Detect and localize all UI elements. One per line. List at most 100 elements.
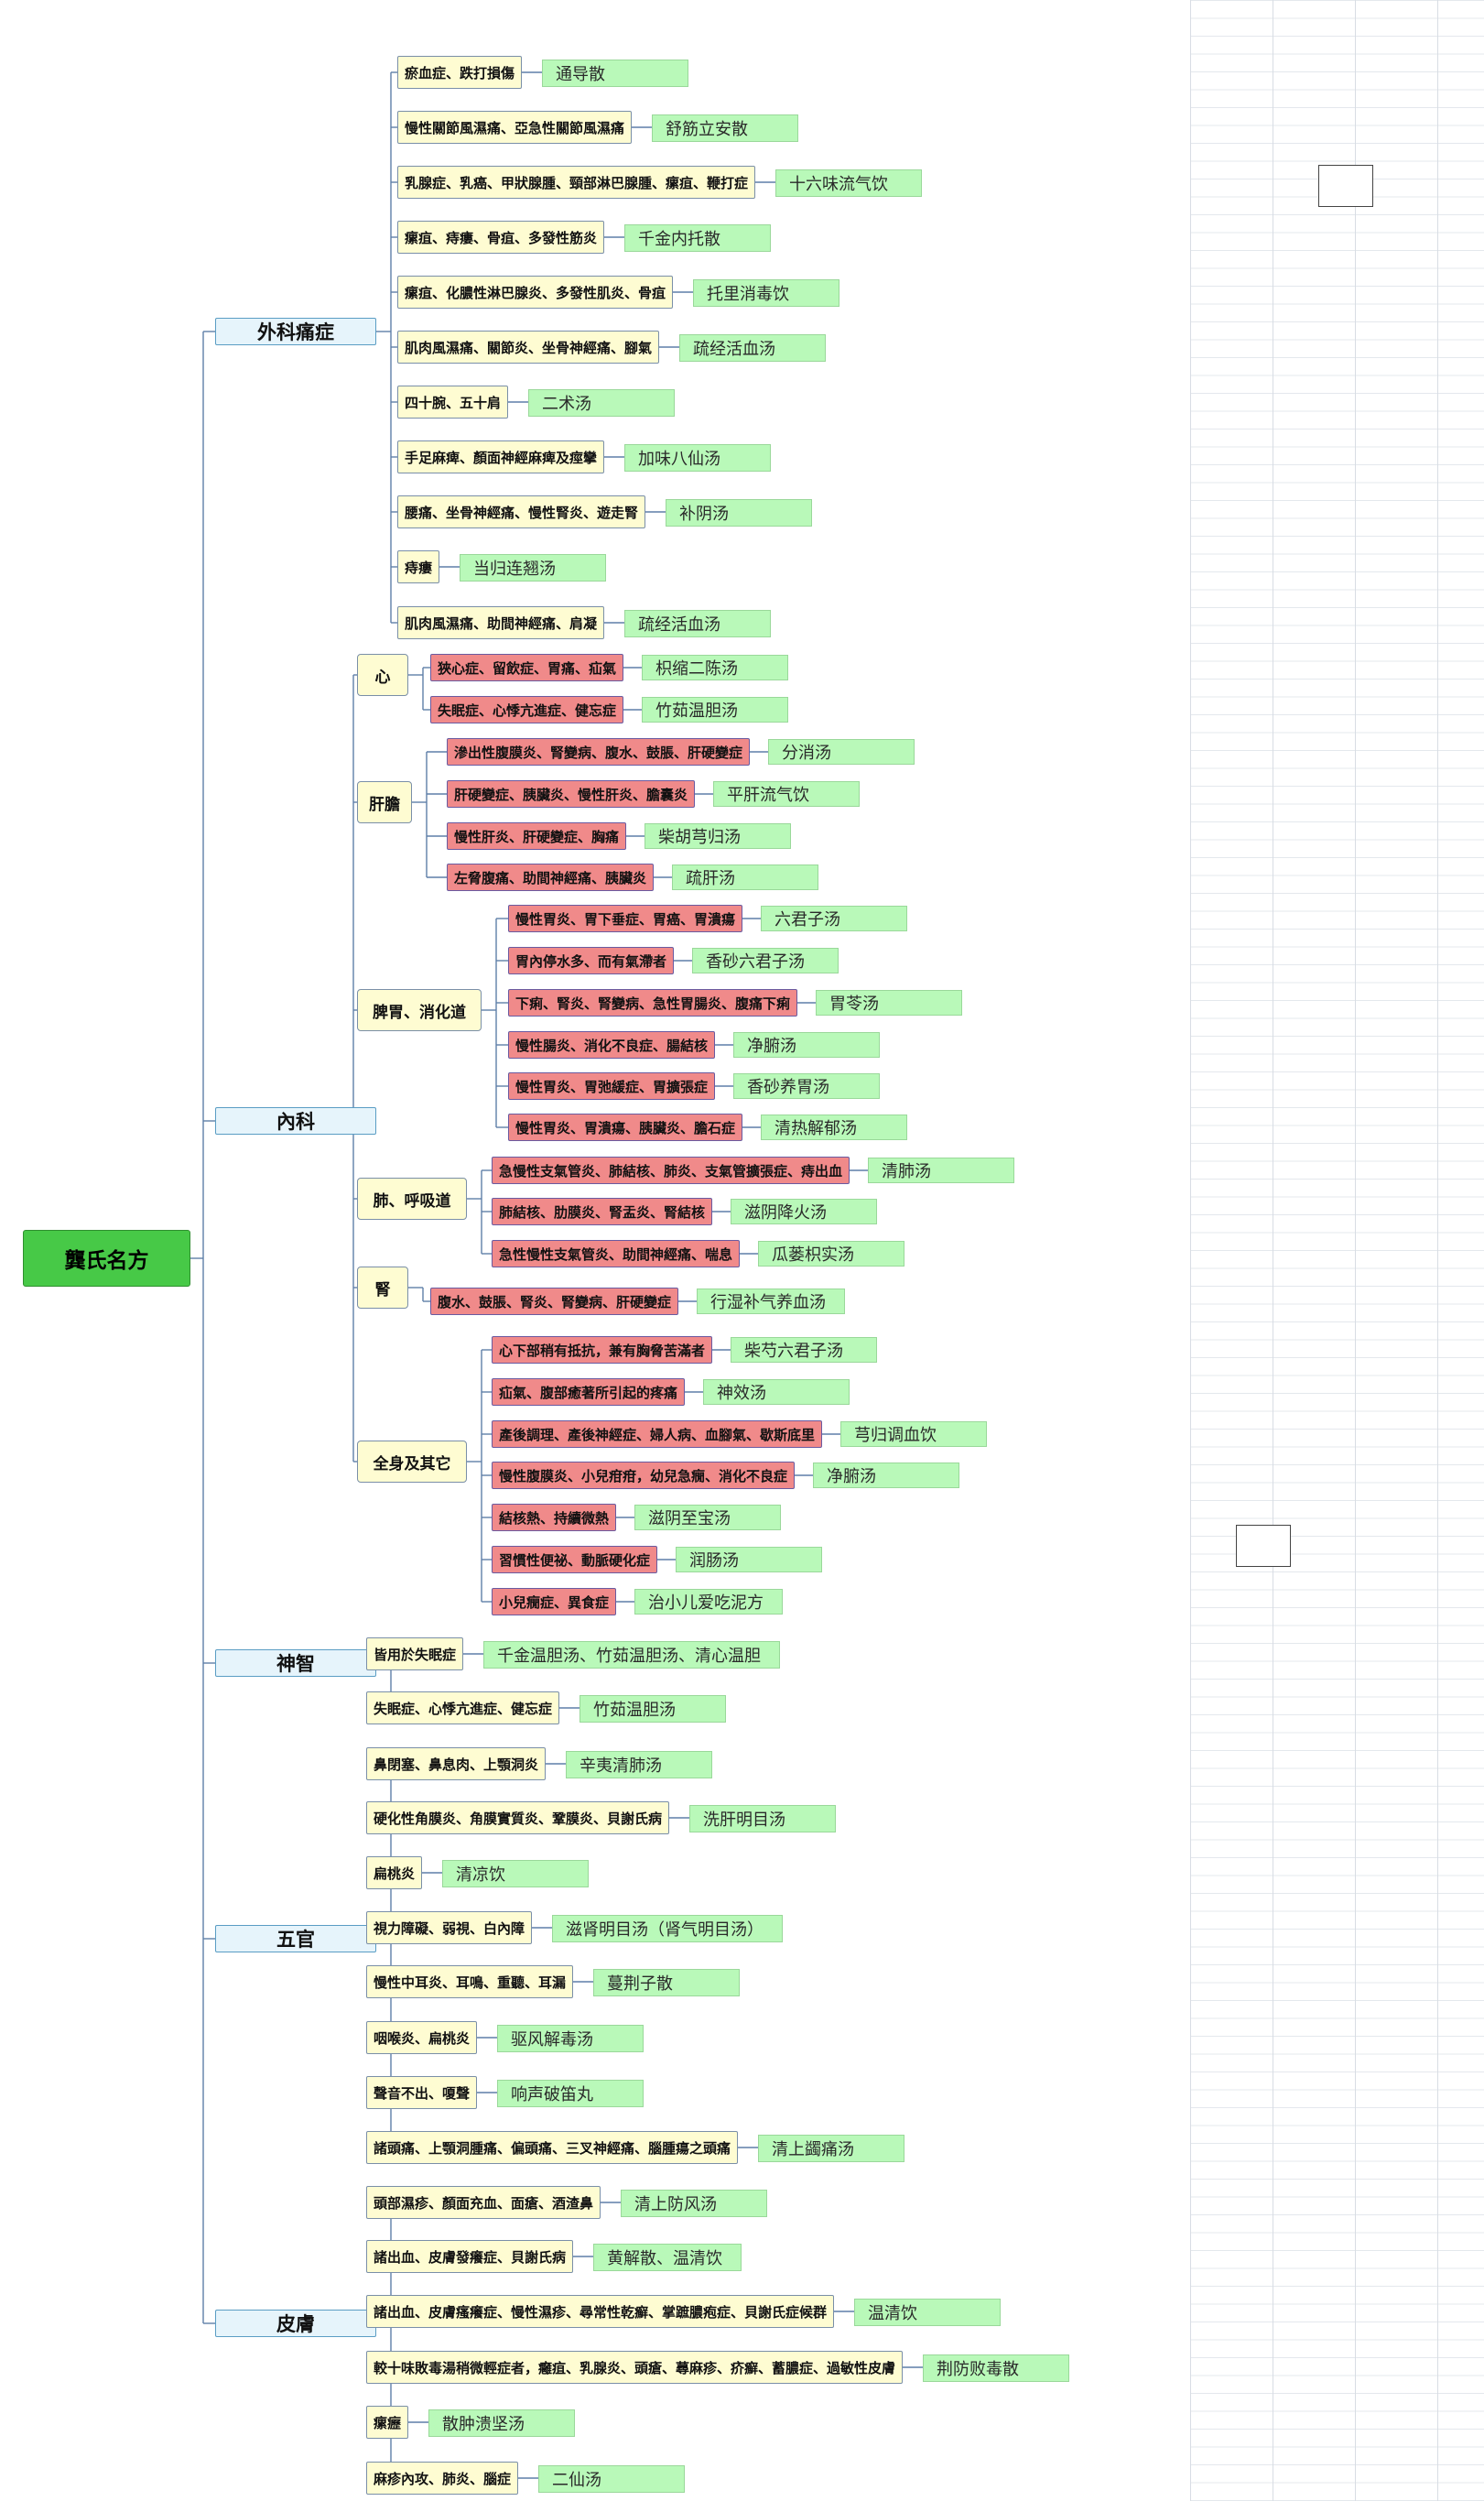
remedy-item[interactable]: 竹茹温胆汤	[580, 1695, 726, 1723]
remedy-item[interactable]: 香砂养胃汤	[733, 1073, 880, 1099]
symptom-item[interactable]: 咽喉炎、扁桃炎	[366, 2021, 477, 2054]
remedy-item[interactable]: 响声破笛丸	[497, 2080, 644, 2107]
remedy-item[interactable]: 通导散	[542, 60, 688, 87]
category-c2[interactable]: 神智	[215, 1649, 376, 1677]
symptom-item[interactable]: 手足麻痺、顏面神經麻痺及痙攣	[397, 440, 604, 473]
symptom-item[interactable]: 肌肉風濕痛、助間神經痛、肩凝	[397, 606, 604, 639]
remedy-item[interactable]: 润肠汤	[676, 1547, 822, 1572]
remedy-item[interactable]: 滋肾明目汤（肾气明目汤）	[552, 1915, 783, 1942]
symptom-item[interactable]: 瘀血症、跌打損傷	[397, 56, 522, 89]
group-3[interactable]: 肺、呼吸道	[357, 1178, 467, 1220]
root-node[interactable]: 龔氏名方	[23, 1230, 190, 1287]
remedy-item[interactable]: 治小儿爱吃泥方	[634, 1589, 783, 1615]
symptom-item[interactable]: 慢性肝炎、肝硬變症、胸痛	[447, 822, 626, 850]
remedy-item[interactable]: 十六味流气饮	[775, 169, 922, 197]
symptom-item[interactable]: 聲音不出、嗄聲	[366, 2076, 477, 2109]
category-c4[interactable]: 皮膚	[215, 2310, 376, 2337]
remedy-item[interactable]: 疏经活血汤	[624, 610, 771, 637]
remedy-item[interactable]: 滋阴降火汤	[731, 1199, 877, 1224]
symptom-item[interactable]: 慢性關節風濕痛、亞急性關節風濕痛	[397, 111, 632, 144]
symptom-item[interactable]: 諸出血、皮膚瘙癢症、慢性濕疹、尋常性乾癬、掌蹠膿疱症、貝謝氏症候群	[366, 2295, 834, 2328]
symptom-item[interactable]: 小兒癇症、異食症	[492, 1588, 616, 1615]
group-4[interactable]: 腎	[357, 1267, 408, 1309]
remedy-item[interactable]: 胃苓汤	[816, 990, 962, 1016]
symptom-item[interactable]: 失眠症、心悸亢進症、健忘症	[366, 1691, 559, 1724]
symptom-item[interactable]: 諸頭痛、上顎洞腫痛、偏頭痛、三叉神經痛、腦腫瘍之頭痛	[366, 2131, 738, 2164]
selected-cell-top[interactable]	[1318, 165, 1373, 207]
remedy-item[interactable]: 补阴汤	[666, 499, 812, 527]
remedy-item[interactable]: 千金温胆汤、竹茹温胆汤、清心温胆	[483, 1641, 780, 1669]
group-0[interactable]: 心	[357, 654, 408, 696]
remedy-item[interactable]: 枳缩二陈汤	[642, 655, 788, 680]
symptom-item[interactable]: 失眠症、心悸亢進症、健忘症	[430, 696, 623, 723]
remedy-item[interactable]: 清上防风汤	[621, 2190, 767, 2217]
remedy-item[interactable]: 分消汤	[768, 739, 915, 765]
remedy-item[interactable]: 净腑汤	[813, 1463, 959, 1488]
remedy-item[interactable]: 荆防败毒散	[923, 2354, 1069, 2382]
symptom-item[interactable]: 痔瘻	[397, 550, 439, 583]
symptom-item[interactable]: 結核熱、持續微熱	[492, 1504, 616, 1531]
remedy-item[interactable]: 柴胡芎归汤	[645, 823, 791, 849]
remedy-item[interactable]: 清凉饮	[442, 1860, 589, 1887]
remedy-item[interactable]: 二术汤	[528, 389, 675, 417]
category-c1[interactable]: 內科	[215, 1107, 376, 1135]
symptom-item[interactable]: 急慢性支氣管炎、肺結核、肺炎、支氣管擴張症、痔出血	[492, 1157, 850, 1184]
category-c3[interactable]: 五官	[215, 1925, 376, 1952]
remedy-item[interactable]: 散肿溃坚汤	[428, 2409, 575, 2437]
symptom-item[interactable]: 慢性胃炎、胃弛緩症、胃擴張症	[508, 1072, 715, 1100]
symptom-item[interactable]: 四十腕、五十肩	[397, 386, 508, 419]
remedy-item[interactable]: 行湿补气养血汤	[697, 1289, 845, 1314]
remedy-item[interactable]: 黄解散、温清饮	[593, 2244, 742, 2271]
symptom-item[interactable]: 較十味敗毒湯稍微輕症者，癰疽、乳腺炎、頭瘡、蕁麻疹、疥癬、蓄膿症、過敏性皮膚	[366, 2351, 903, 2384]
remedy-item[interactable]: 舒筋立安散	[652, 114, 798, 142]
symptom-item[interactable]: 肺結核、肋膜炎、腎盂炎、腎結核	[492, 1198, 712, 1225]
remedy-item[interactable]: 滋阴至宝汤	[634, 1505, 781, 1530]
symptom-item[interactable]: 心下部稍有抵抗，兼有胸脅苦滿者	[492, 1336, 712, 1364]
remedy-item[interactable]: 驱风解毒汤	[497, 2025, 644, 2052]
symptom-item[interactable]: 鼻閉塞、鼻息肉、上顎洞炎	[366, 1747, 546, 1780]
remedy-item[interactable]: 柴芍六君子汤	[731, 1337, 877, 1363]
remedy-item[interactable]: 加味八仙汤	[624, 444, 771, 472]
symptom-item[interactable]: 慢性胃炎、胃下垂症、胃癌、胃潰瘍	[508, 905, 742, 932]
symptom-item[interactable]: 乳腺症、乳癌、甲狀腺腫、頸部淋巴腺腫、瘰疽、鞭打症	[397, 166, 755, 199]
symptom-item[interactable]: 腰痛、坐骨神經痛、慢性腎炎、遊走腎	[397, 495, 645, 528]
symptom-item[interactable]: 肝硬變症、胰臟炎、慢性肝炎、膽囊炎	[447, 780, 695, 808]
remedy-item[interactable]: 净腑汤	[733, 1032, 880, 1058]
remedy-item[interactable]: 清上蠲痛汤	[758, 2135, 904, 2162]
symptom-item[interactable]: 慢性腹膜炎、小兒疳疳，幼兒急癇、消化不良症	[492, 1462, 795, 1489]
symptom-item[interactable]: 瘰癧	[366, 2406, 408, 2439]
symptom-item[interactable]: 狹心症、留飲症、胃痛、疝氣	[430, 654, 623, 681]
remedy-item[interactable]: 疏经活血汤	[679, 334, 826, 362]
remedy-item[interactable]: 清热解郁汤	[761, 1115, 907, 1140]
symptom-item[interactable]: 疝氣、腹部癒著所引起的疼痛	[492, 1378, 685, 1406]
symptom-item[interactable]: 瘰疽、化膿性淋巴腺炎、多發性肌炎、骨疽	[397, 276, 673, 309]
remedy-item[interactable]: 托里消毒饮	[693, 279, 839, 307]
remedy-item[interactable]: 蔓荆子散	[593, 1969, 740, 1996]
symptom-item[interactable]: 腹水、鼓脹、腎炎、腎變病、肝硬變症	[430, 1288, 678, 1315]
symptom-item[interactable]: 視力障礙、弱視、白內障	[366, 1911, 532, 1944]
remedy-item[interactable]: 神效汤	[703, 1379, 850, 1405]
category-c0[interactable]: 外科痛症	[215, 318, 376, 345]
symptom-item[interactable]: 硬化性角膜炎、角膜實質炎、鞏膜炎、貝謝氏病	[366, 1801, 669, 1834]
remedy-item[interactable]: 瓜蒌枳实汤	[758, 1241, 904, 1267]
remedy-item[interactable]: 竹茹温胆汤	[642, 697, 788, 723]
remedy-item[interactable]: 疏肝汤	[672, 864, 818, 890]
remedy-item[interactable]: 当归连翘汤	[460, 554, 606, 582]
remedy-item[interactable]: 温清饮	[854, 2299, 1001, 2326]
symptom-item[interactable]: 胃內停水多、而有氣滯者	[508, 947, 674, 974]
remedy-item[interactable]: 六君子汤	[761, 906, 907, 931]
group-2[interactable]: 脾胃、消化道	[357, 989, 482, 1031]
group-5[interactable]: 全身及其它	[357, 1441, 467, 1483]
selected-cell-bottom[interactable]	[1236, 1525, 1291, 1567]
symptom-item[interactable]: 肌肉風濕痛、關節炎、坐骨神經痛、腳氣	[397, 331, 659, 364]
symptom-item[interactable]: 慢性中耳炎、耳鳴、重聽、耳漏	[366, 1965, 573, 1998]
symptom-item[interactable]: 急性慢性支氣管炎、助間神經痛、喘息	[492, 1240, 740, 1267]
symptom-item[interactable]: 頭部濕疹、顏面充血、面瘡、酒渣鼻	[366, 2186, 601, 2219]
remedy-item[interactable]: 辛夷清肺汤	[566, 1751, 712, 1778]
remedy-item[interactable]: 芎归调血饮	[840, 1421, 987, 1447]
remedy-item[interactable]: 千金内托散	[624, 224, 771, 252]
symptom-item[interactable]: 瘰疽、痔瘻、骨疽、多發性筋炎	[397, 221, 604, 254]
remedy-item[interactable]: 洗肝明目汤	[689, 1805, 836, 1832]
symptom-item[interactable]: 左脅腹痛、助間神經痛、胰臟炎	[447, 864, 654, 891]
symptom-item[interactable]: 扁桃炎	[366, 1856, 422, 1889]
